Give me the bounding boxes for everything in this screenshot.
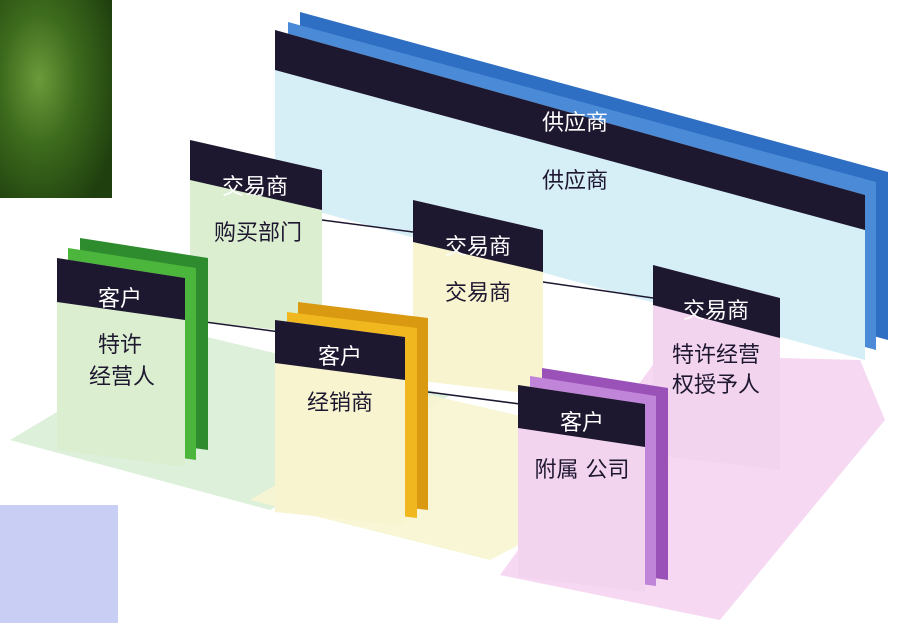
customer-2-header-label: 客户 [318,345,362,370]
customer-2-body-line-1: 经销商 [307,391,373,416]
corner-block [0,505,118,623]
customer-1-body-line-2: 经营人 [89,365,155,390]
corner-photo [0,0,112,198]
customer-3-body-line-1: 附属 公司 [535,458,630,483]
supplier-header-label: 供应商 [542,111,608,136]
trader-2-header [413,200,543,272]
customer-3-header [518,385,645,447]
supplier-body-label: 供应商 [542,169,608,194]
connector-trader1-trader2 [321,219,414,233]
trader-3-header [653,265,780,338]
customer-1-body-line-1: 特许 [98,333,142,358]
trader-3-body-line-1: 特许经营 [672,343,760,368]
trader-1-header [190,140,322,210]
supplier-panel-header [275,30,865,230]
connector-trader2-trader3 [542,281,654,299]
trader-3-body-line-2: 权授予人 [672,373,760,398]
trader-2-body-line-1: 交易商 [445,281,511,306]
connector-customer1-customer2 [204,321,281,333]
trader-3-header-label: 交易商 [683,299,749,324]
customer-1-header [57,258,185,320]
trader-1-header-label: 交易商 [222,175,288,200]
trader-1-body-line-1: 购买部门 [214,221,302,246]
customer-2-header [275,320,405,380]
connector-customer2-customer3 [427,391,521,405]
trader-2-header-label: 交易商 [445,235,511,260]
supplier-panel-body [275,30,865,360]
customer-3-header-label: 客户 [560,411,604,436]
customer-1-header-label: 客户 [98,287,142,312]
